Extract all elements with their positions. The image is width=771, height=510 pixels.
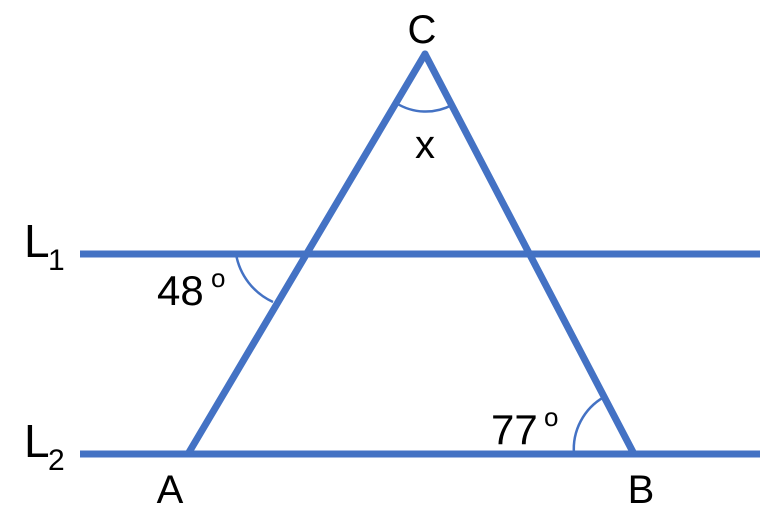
angle-value-48: 48 [157,267,204,314]
vertex-label-c: C [408,8,437,52]
line-label-l2-subscript: 2 [48,444,65,477]
vertex-label-a: A [157,468,184,510]
line-label-l1: L 1 [24,215,65,277]
angle-label-x: x [415,123,435,167]
line-label-l2: L 2 [24,415,65,477]
angle-arc-48 [234,253,274,304]
angle-label-48: 48 o [157,263,225,314]
angle-arc-x [395,101,453,113]
line-label-l1-letter: L [24,215,50,267]
angle-value-77: 77 [491,406,538,453]
line-label-l1-subscript: 1 [48,244,65,277]
angle-label-77: 77 o [491,402,558,453]
degree-mark-77: o [544,402,558,432]
vertex-label-b: B [628,468,655,510]
degree-mark-48: o [211,263,225,293]
line-label-l2-letter: L [24,415,50,467]
side-cb [421,50,638,458]
angle-arc-77 [572,395,605,455]
side-ac [184,50,429,458]
